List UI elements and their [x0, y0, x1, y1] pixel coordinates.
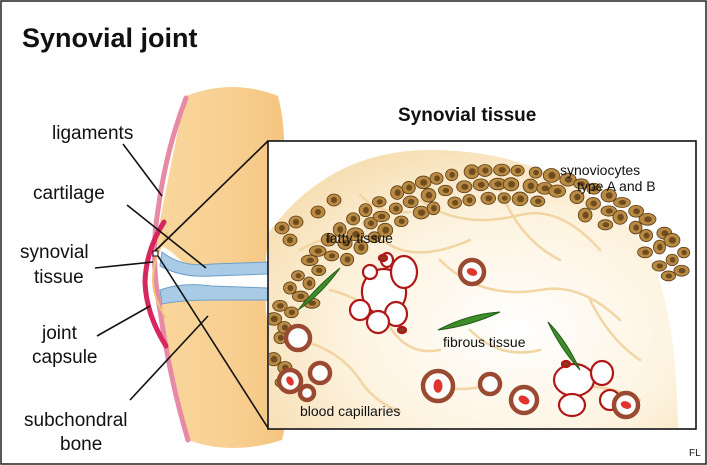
- synoviocyte: [613, 210, 627, 224]
- red-blood-cell: [434, 379, 443, 393]
- label-synoviocytes-line1: synoviocytes: [560, 162, 640, 179]
- synoviocyte: [653, 240, 665, 254]
- synoviocyte: [275, 222, 289, 234]
- fat-cell-nucleus: [398, 327, 406, 333]
- synoviocyte: [661, 271, 675, 281]
- label-cartilage: cartilage: [33, 182, 105, 205]
- capillary: [460, 260, 484, 284]
- synoviocyte: [394, 216, 408, 227]
- label-joint-capsule-line1: joint: [42, 322, 77, 345]
- synoviocyte: [301, 255, 318, 265]
- synoviocyte: [311, 206, 325, 218]
- synoviocyte: [523, 179, 538, 193]
- fat-cell: [559, 394, 585, 416]
- synoviocyte: [430, 172, 443, 184]
- synoviocyte: [325, 251, 339, 261]
- synoviocyte: [614, 197, 631, 207]
- synoviocyte: [448, 197, 462, 208]
- synoviocyte: [463, 194, 476, 206]
- synoviocyte: [640, 229, 653, 241]
- synoviocyte: [289, 216, 303, 228]
- synoviocyte: [511, 165, 524, 176]
- synoviocyte: [327, 194, 341, 206]
- synoviocyte: [285, 307, 299, 318]
- synoviocyte: [341, 253, 354, 266]
- synoviocyte: [531, 196, 545, 206]
- fat-cell-nucleus: [562, 361, 570, 367]
- synoviocyte: [438, 185, 452, 195]
- synoviocyte: [494, 164, 510, 176]
- synoviocyte: [464, 165, 479, 179]
- synoviocyte: [678, 247, 690, 258]
- label-subchondral-bone-line2: bone: [60, 433, 102, 456]
- synoviocyte: [292, 271, 305, 281]
- capillary: [511, 387, 537, 413]
- label-fibrous-tissue: fibrous tissue: [443, 334, 525, 351]
- synoviocyte: [639, 213, 656, 225]
- synoviocyte: [503, 178, 519, 191]
- synoviocyte: [674, 265, 689, 276]
- capillary: [279, 370, 301, 392]
- label-synoviocytes-line2: type A and B: [577, 178, 656, 195]
- synoviocyte: [372, 197, 386, 207]
- synoviocyte: [413, 206, 429, 219]
- synoviocyte: [309, 246, 326, 257]
- synoviocyte: [638, 247, 653, 258]
- capillary: [614, 393, 638, 417]
- synoviocyte: [427, 202, 440, 215]
- synoviocyte: [478, 164, 492, 176]
- credit: FL: [689, 448, 701, 459]
- synoviocyte: [598, 220, 613, 230]
- synoviocyte: [512, 192, 528, 206]
- capillary: [310, 363, 330, 383]
- synoviocyte: [312, 265, 326, 275]
- synoviocyte: [359, 204, 372, 217]
- fat-cell: [591, 361, 613, 385]
- capillary: [300, 386, 314, 400]
- label-blood-capillaries: blood capillaries: [300, 403, 400, 420]
- page-title: Synovial joint: [22, 22, 198, 54]
- synoviocyte: [666, 254, 678, 266]
- synoviocyte: [457, 181, 472, 193]
- synoviocyte: [481, 192, 496, 204]
- label-subchondral-bone-line1: subchondral: [24, 409, 128, 432]
- fat-cell-nucleus: [379, 255, 387, 261]
- synoviocyte: [543, 169, 559, 183]
- fat-cell: [367, 311, 389, 333]
- label-joint-capsule-line2: capsule: [32, 346, 98, 369]
- capillary: [286, 326, 310, 350]
- synoviocyte: [347, 213, 360, 225]
- synoviocyte: [529, 167, 542, 178]
- capillary: [423, 371, 453, 401]
- label-ligaments: ligaments: [52, 122, 133, 145]
- magnified-spot: [153, 251, 158, 256]
- synoviocyte: [303, 277, 315, 289]
- label-synovial-tissue-line1: synovial: [20, 241, 89, 264]
- synoviocyte: [629, 221, 642, 234]
- synoviocyte: [284, 282, 297, 294]
- synoviocyte: [664, 233, 680, 247]
- synoviocyte: [283, 234, 297, 246]
- synoviocyte: [578, 208, 592, 222]
- synoviocyte: [421, 188, 436, 202]
- fat-cell: [363, 265, 377, 279]
- fat-cell: [391, 256, 417, 288]
- synoviocyte: [402, 181, 415, 193]
- synoviocyte: [373, 211, 389, 221]
- label-fatty-tissue: fatty tissue: [326, 230, 393, 247]
- synoviocyte: [549, 185, 566, 197]
- inset-title: Synovial tissue: [398, 104, 536, 127]
- label-synovial-tissue-line2: tissue: [34, 266, 84, 289]
- fat-cell: [554, 364, 594, 396]
- synoviocyte: [403, 196, 418, 208]
- synoviocyte: [498, 193, 510, 204]
- capillary: [480, 374, 500, 394]
- synoviocyte: [652, 261, 666, 271]
- synoviocyte: [389, 203, 402, 214]
- synoviocyte: [473, 179, 488, 191]
- synoviocyte: [446, 169, 458, 181]
- synoviocyte: [586, 198, 601, 210]
- synoviocyte: [415, 176, 431, 189]
